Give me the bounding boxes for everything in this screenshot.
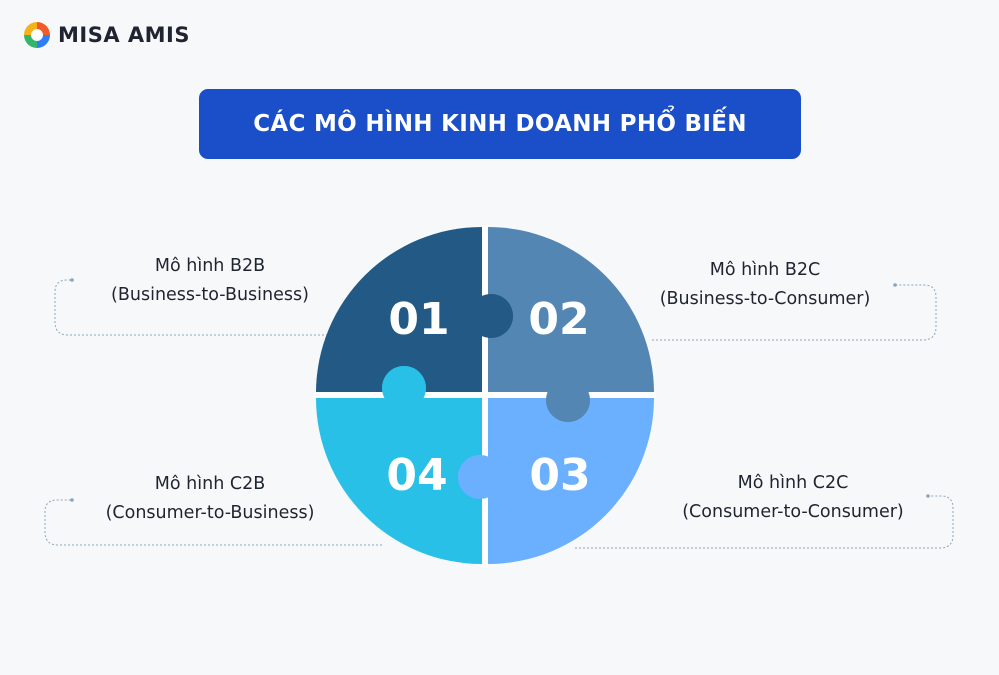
label-b2b-subtitle: (Business-to-Business) bbox=[111, 285, 309, 305]
connector-b2b bbox=[54, 279, 328, 336]
connector-c2b bbox=[44, 499, 382, 546]
brand-name: MISA AMIS bbox=[58, 23, 190, 47]
brand-logo: MISA AMIS bbox=[22, 20, 190, 50]
piece-number-01: 01 bbox=[388, 294, 449, 345]
piece-number-04: 04 bbox=[386, 450, 447, 501]
label-b2c: Mô hình B2C (Business-to-Consumer) bbox=[600, 256, 930, 314]
label-b2b: Mô hình B2B (Business-to-Business) bbox=[60, 252, 360, 310]
piece-03 bbox=[488, 398, 654, 564]
page-title: CÁC MÔ HÌNH KINH DOANH PHỔ BIẾN bbox=[253, 111, 747, 137]
tab-04-up-fg bbox=[382, 366, 426, 410]
label-b2c-title: Mô hình B2C bbox=[709, 260, 821, 280]
label-c2c-title: Mô hình C2C bbox=[737, 473, 849, 493]
piece-01 bbox=[316, 227, 482, 392]
label-c2b-subtitle: (Consumer-to-Business) bbox=[105, 503, 315, 523]
label-c2b-title: Mô hình C2B bbox=[154, 474, 266, 494]
misa-logo-icon bbox=[24, 22, 50, 48]
title-banner: CÁC MÔ HÌNH KINH DOANH PHỔ BIẾN bbox=[199, 89, 801, 159]
label-c2b: Mô hình C2B (Consumer-to-Business) bbox=[45, 470, 375, 528]
connector-b2c bbox=[652, 284, 937, 341]
label-b2c-subtitle: (Business-to-Consumer) bbox=[659, 289, 871, 309]
tab-01-right-fg bbox=[469, 294, 513, 338]
label-c2c: Mô hình C2C (Consumer-to-Consumer) bbox=[628, 469, 958, 527]
label-b2b-title: Mô hình B2B bbox=[154, 256, 266, 276]
label-c2c-subtitle: (Consumer-to-Consumer) bbox=[682, 502, 904, 522]
piece-04 bbox=[316, 398, 482, 564]
tab-02-down-fg bbox=[546, 378, 590, 422]
piece-02 bbox=[488, 227, 654, 392]
piece-number-02: 02 bbox=[528, 294, 589, 345]
tab-03-left-fg bbox=[458, 455, 502, 499]
piece-number-03: 03 bbox=[529, 450, 590, 501]
